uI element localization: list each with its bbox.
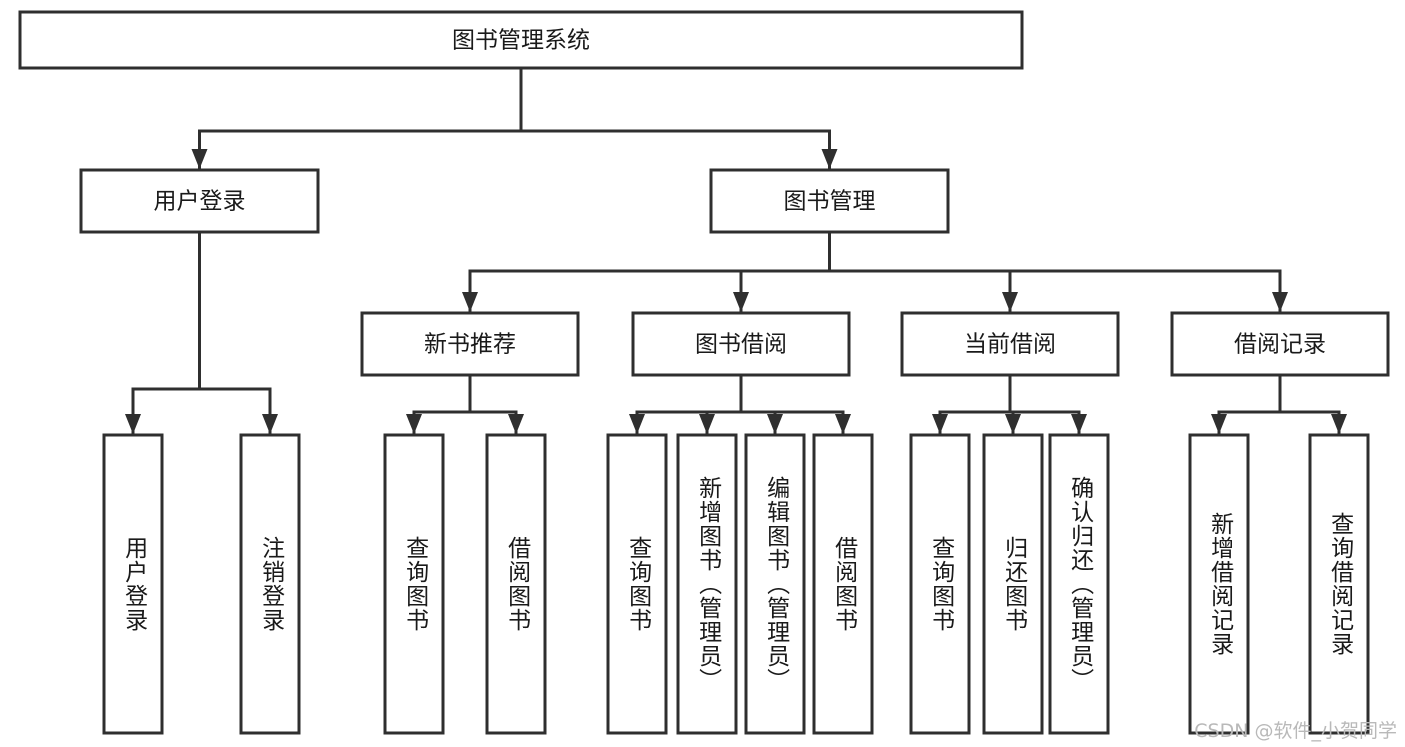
arrow-head-icon <box>406 414 422 434</box>
leaf-node-box-leaf-user-login[interactable] <box>102 433 164 735</box>
arrow-head-icon <box>1272 292 1288 312</box>
arrow-head-icon <box>932 414 948 434</box>
root-node-box[interactable] <box>18 10 1024 70</box>
leaf-node-box-leaf-borrow-book-2[interactable] <box>812 433 874 735</box>
leaf-node-box-leaf-add-book[interactable] <box>676 433 738 735</box>
arrow-head-icon <box>1211 414 1227 434</box>
level3-node-label-borrow-record: 借阅记录 <box>1234 332 1326 358</box>
leaf-node-box-leaf-query-book-2[interactable] <box>606 433 668 735</box>
arrow-head-icon <box>462 292 478 312</box>
arrow-head-icon <box>508 414 524 434</box>
leaf-node-box-leaf-borrow-book-1[interactable] <box>485 433 547 735</box>
arrow-head-icon <box>262 414 278 434</box>
level3-node-box-borrow-record[interactable] <box>1170 311 1390 377</box>
level3-node-box-current-borrow[interactable] <box>900 311 1120 377</box>
arrow-head-icon <box>835 414 851 434</box>
level3-node-box-new-book-recommend[interactable] <box>360 311 580 377</box>
leaf-node-box-leaf-query-book-3[interactable] <box>909 433 971 735</box>
arrow-head-icon <box>699 414 715 434</box>
level3-node-label-book-borrow: 图书借阅 <box>695 332 787 358</box>
leaf-node-box-leaf-query-book-1[interactable] <box>383 433 445 735</box>
leaf-node-box-leaf-query-record[interactable] <box>1308 433 1370 735</box>
level2-node-label-book-manage: 图书管理 <box>784 189 876 215</box>
connector-layer <box>125 66 1347 436</box>
arrow-head-icon <box>1071 414 1087 434</box>
root-node-label: 图书管理系统 <box>452 28 590 54</box>
arrow-head-icon <box>629 414 645 434</box>
leaf-node-box-leaf-edit-book[interactable] <box>744 433 806 735</box>
arrow-head-icon <box>821 149 838 169</box>
arrow-head-icon <box>1331 414 1347 434</box>
level2-node-box-user-login[interactable] <box>79 168 320 234</box>
node-box-layer <box>18 10 1390 735</box>
arrow-head-icon <box>767 414 783 434</box>
level2-node-label-user-login: 用户登录 <box>154 189 246 215</box>
level3-node-label-new-book-recommend: 新书推荐 <box>424 332 516 358</box>
arrow-head-icon <box>125 414 141 434</box>
level3-node-box-book-borrow[interactable] <box>631 311 851 377</box>
arrow-head-icon <box>1002 292 1018 312</box>
arrow-head-icon <box>191 149 208 169</box>
level2-node-box-book-manage[interactable] <box>709 168 950 234</box>
leaf-node-box-leaf-return-book[interactable] <box>982 433 1044 735</box>
leaf-node-box-leaf-confirm-return[interactable] <box>1048 433 1110 735</box>
arrow-head-icon <box>1005 414 1021 434</box>
csdn-watermark: CSDN @软件_小贺同学 <box>1194 720 1397 742</box>
leaf-node-box-leaf-add-record[interactable] <box>1188 433 1250 735</box>
leaf-node-box-leaf-logout[interactable] <box>239 433 301 735</box>
arrow-head-icon <box>733 292 749 312</box>
level3-node-label-current-borrow: 当前借阅 <box>964 332 1056 358</box>
